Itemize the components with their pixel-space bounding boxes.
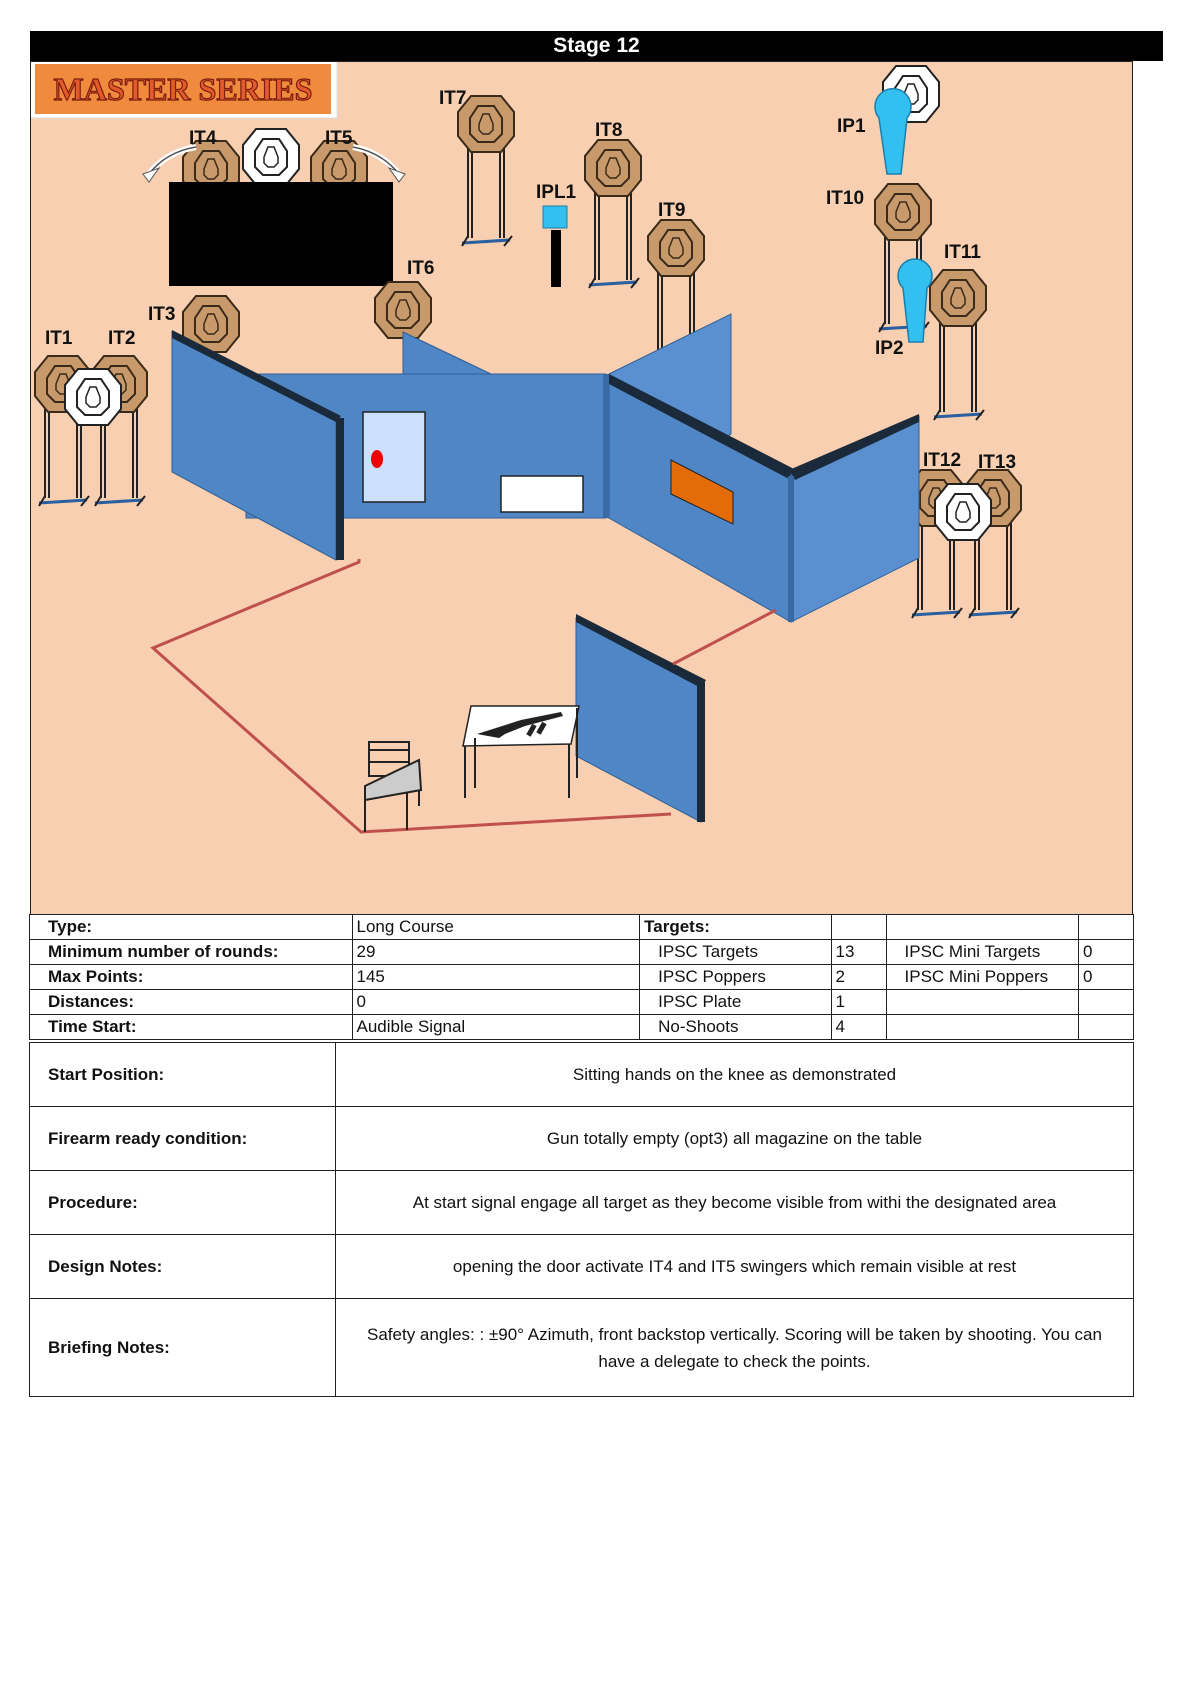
barrier-block xyxy=(169,182,393,286)
targets-heading: Targets: xyxy=(639,914,832,940)
fault-line xyxy=(150,559,672,834)
stage-title: Stage 12 xyxy=(30,31,1163,61)
distances-label: Distances: xyxy=(29,989,353,1015)
max-points-label: Max Points: xyxy=(29,964,353,990)
cell xyxy=(1077,1014,1135,1040)
cell xyxy=(885,989,1079,1015)
table-row: Start Position: Sitting hands on the kne… xyxy=(29,1042,1134,1107)
no-shoots-label: No-Shoots xyxy=(639,1014,832,1040)
stage-diagram: MASTER SERIES xyxy=(30,61,1133,915)
label-it11: IT11 xyxy=(944,242,981,263)
table-row: Minimum number of rounds: 29 IPSC Target… xyxy=(29,939,1135,965)
label-ip2: IP2 xyxy=(875,338,904,359)
swinger-group xyxy=(142,128,406,286)
table-row: Distances: 0 IPSC Plate 1 xyxy=(29,989,1135,1015)
table-row: Max Points: 145 IPSC Poppers 2 IPSC Mini… xyxy=(29,964,1135,990)
firearm-condition-label: Firearm ready condition: xyxy=(29,1106,336,1171)
no-shoots-count: 4 xyxy=(830,1014,887,1040)
time-start-value: Audible Signal xyxy=(351,1014,641,1040)
label-it4: IT4 xyxy=(189,128,217,149)
cell xyxy=(885,914,1079,940)
mini-targets-count: 0 xyxy=(1077,939,1135,965)
cell xyxy=(1077,914,1135,940)
start-position-label: Start Position: xyxy=(29,1042,336,1107)
logo-text: MASTER SERIES xyxy=(54,71,313,107)
briefing-notes-value: Safety angles: : ±90° Azimuth, front bac… xyxy=(335,1298,1134,1397)
briefing-notes-label: Briefing Notes: xyxy=(29,1298,336,1397)
procedure-value: At start signal engage all target as the… xyxy=(335,1170,1134,1235)
poppers xyxy=(542,88,933,343)
label-it1: IT1 xyxy=(45,328,73,349)
table-row: Procedure: At start signal engage all ta… xyxy=(29,1170,1134,1235)
plate-label: IPSC Plate xyxy=(639,989,832,1015)
chair xyxy=(364,741,423,832)
label-it12: IT12 xyxy=(923,450,961,471)
max-points-value: 145 xyxy=(351,964,641,990)
poppers-label: IPSC Poppers xyxy=(639,964,832,990)
mini-poppers-label: IPSC Mini Poppers xyxy=(885,964,1079,990)
mini-poppers-count: 0 xyxy=(1077,964,1135,990)
cell xyxy=(885,1014,1079,1040)
ipsc-targets-count: 13 xyxy=(830,939,887,965)
target-labels: IT1 IT2 IT3 IT4 IT5 IT6 IT7 IT8 IT9 IT10… xyxy=(45,88,1016,473)
rounds-label: Minimum number of rounds: xyxy=(29,939,353,965)
walls xyxy=(171,313,920,823)
type-value: Long Course xyxy=(351,914,641,940)
master-series-logo: MASTER SERIES xyxy=(31,62,338,119)
plate-count: 1 xyxy=(830,989,887,1015)
ipsc-targets-label: IPSC Targets xyxy=(639,939,832,965)
table-row: Briefing Notes: Safety angles: : ±90° Az… xyxy=(29,1298,1134,1397)
label-it3: IT3 xyxy=(148,304,175,325)
label-ipl1: IPL1 xyxy=(536,182,577,203)
mini-targets-label: IPSC Mini Targets xyxy=(885,939,1079,965)
table-row: Type: Long Course Targets: xyxy=(29,914,1135,940)
start-position-value: Sitting hands on the knee as demonstrate… xyxy=(335,1042,1134,1107)
design-notes-label: Design Notes: xyxy=(29,1234,336,1299)
label-it8: IT8 xyxy=(595,120,622,141)
firearm-condition-value: Gun totally empty (opt3) all magazine on… xyxy=(335,1106,1134,1171)
rounds-value: 29 xyxy=(351,939,641,965)
label-it5: IT5 xyxy=(325,128,353,149)
label-it2: IT2 xyxy=(108,328,135,349)
cell xyxy=(1077,989,1135,1015)
table-row: Time Start: Audible Signal No-Shoots 4 xyxy=(29,1014,1135,1040)
label-it10: IT10 xyxy=(826,188,864,209)
table-row: Firearm ready condition: Gun totally emp… xyxy=(29,1106,1134,1171)
type-label: Type: xyxy=(29,914,353,940)
procedure-label: Procedure: xyxy=(29,1170,336,1235)
poppers-count: 2 xyxy=(830,964,887,990)
design-notes-value: opening the door activate IT4 and IT5 sw… xyxy=(335,1234,1134,1299)
stage-drawing: MASTER SERIES xyxy=(31,62,1022,834)
table-row: Design Notes: opening the door activate … xyxy=(29,1234,1134,1299)
stage-notes-table: Start Position: Sitting hands on the kne… xyxy=(29,1042,1134,1397)
label-it6: IT6 xyxy=(407,258,434,279)
cell xyxy=(830,914,887,940)
time-start-label: Time Start: xyxy=(29,1014,353,1040)
table-with-rifle xyxy=(462,705,580,798)
label-ip1: IP1 xyxy=(837,116,866,137)
stage-info-table: Type: Long Course Targets: Minimum numbe… xyxy=(29,914,1135,1040)
label-it7: IT7 xyxy=(439,88,466,109)
label-it13: IT13 xyxy=(978,452,1016,473)
distances-value: 0 xyxy=(351,989,641,1015)
label-it9: IT9 xyxy=(658,200,685,221)
